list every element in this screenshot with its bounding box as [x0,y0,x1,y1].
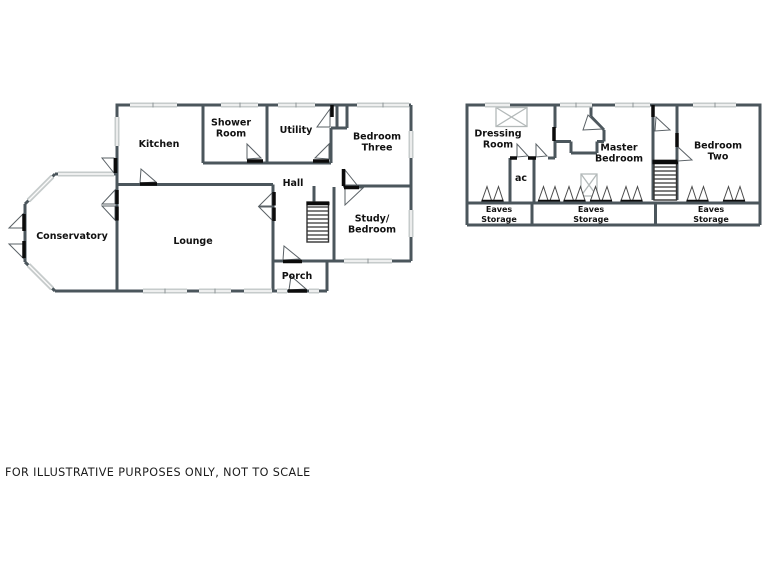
eaves-slope-markers [480,184,746,203]
disclaimer-text: FOR ILLUSTRATIVE PURPOSES ONLY, NOT TO S… [5,466,311,479]
rooflight-windows [495,106,598,197]
room-label-eaves-storage-middle: Eaves Storage [573,205,609,224]
first-floor-stairs [652,159,678,201]
hall-porch-door-swing [282,245,302,261]
ground-floor-window-ticks [152,102,384,294]
ground-floor-plan [7,102,414,294]
first-floor-walls [465,103,762,227]
room-label-lounge: Lounge [173,235,213,247]
ground-floor-door-leaves [22,105,359,293]
first-floor-window-ticks [575,102,716,108]
ground-floor-stairs [306,201,330,243]
room-label-hall: Hall [282,177,304,189]
room-label-study-bedroom: Study/ Bedroom [347,213,397,235]
room-label-bedroom-two: Bedroom Two [693,140,743,162]
conservatory-exterior-door-swing-1 [7,212,24,229]
dressing-room-door-swing [535,142,549,158]
room-label-eaves-storage-left: Eaves Storage [481,205,517,224]
kitchen-lounge-door-swing [139,167,158,184]
room-label-conservatory: Conservatory [36,230,108,242]
room-label-master-bedroom: Master Bedroom [594,142,644,164]
room-label-porch: Porch [281,270,313,282]
conservatory-exterior-door-swing-2 [7,243,24,260]
room-label-kitchen: Kitchen [138,138,180,150]
utility-door-swing [313,142,330,160]
first-floor-door-swings [516,114,694,162]
kitchen-side-door-swing [100,157,115,175]
shower-room-door-swing [246,142,263,160]
master-bedroom-door-swing [582,114,604,131]
utility-rear-door-swing [316,107,331,128]
first-floor-door-leaves [510,105,679,160]
room-label-shower-room: Shower Room [210,117,252,139]
bedroom-two-door-swing [677,145,694,162]
ac-cupboard-door-swing [516,142,530,158]
dressing-room-rooflight [495,106,528,128]
master-bedroom-rooflight [580,173,598,197]
lounge-hall-door-swing-2 [257,206,273,222]
study-door-swing [344,187,365,207]
first-floor-plan [465,102,762,227]
bedroom-three-door-swing [344,168,359,186]
room-label-utility: Utility [279,124,313,136]
room-label-ac: ac [514,172,528,184]
room-label-eaves-storage-right: Eaves Storage [693,205,729,224]
lounge-hall-door-swing-1 [257,191,273,207]
stair-landing-door-swing [654,115,672,132]
room-label-dressing-room: Dressing Room [474,128,522,150]
lounge-conservatory-door-swing-1 [100,188,116,205]
lounge-conservatory-door-swing-2 [100,205,116,222]
room-label-bedroom-three: Bedroom Three [352,131,402,153]
